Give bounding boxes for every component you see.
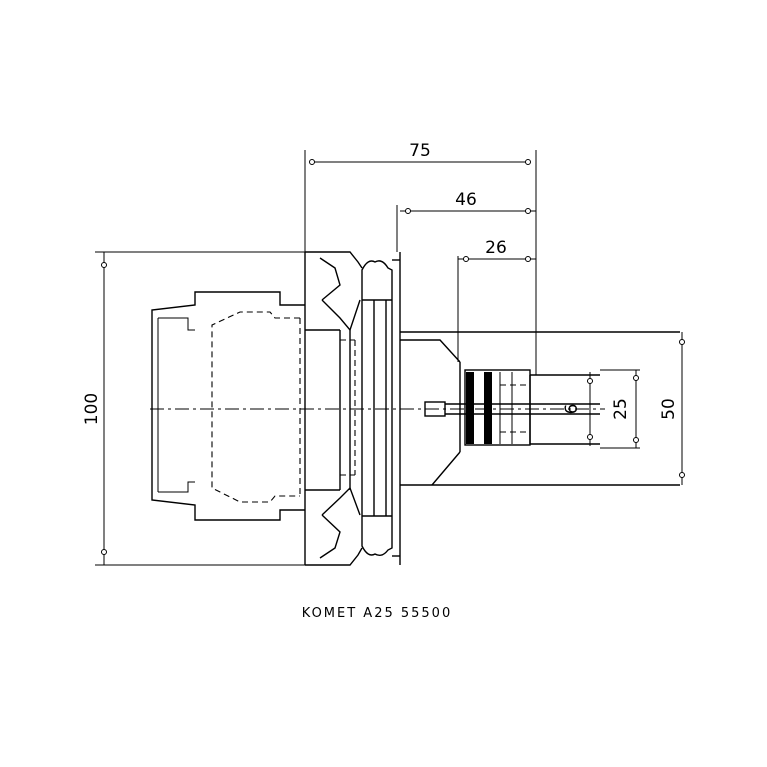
drawing-caption: KOMET A25 55500: [302, 606, 452, 621]
nose-section: [400, 331, 680, 486]
dim-label-6: 6: [562, 404, 582, 415]
dimension-overall-length: 75: [304, 141, 537, 375]
dim-label-100: 100: [82, 393, 102, 425]
dimension-nose-length: 26: [457, 238, 536, 362]
dim-label-26: 26: [485, 238, 507, 258]
hsk-shank: [151, 291, 356, 521]
dim-label-25: 25: [611, 398, 631, 420]
dimension-flange-diameter: 100: [82, 251, 305, 566]
dimension-bore-diameter: 6: [562, 372, 593, 446]
dimension-clamp-diameter: 25: [600, 369, 640, 449]
dimension-collet-length: 46: [396, 190, 536, 252]
dim-label-75: 75: [409, 141, 431, 161]
dim-label-50: 50: [659, 398, 679, 420]
dim-label-46: 46: [455, 190, 477, 210]
dimension-nose-diameter: 50: [659, 332, 685, 485]
